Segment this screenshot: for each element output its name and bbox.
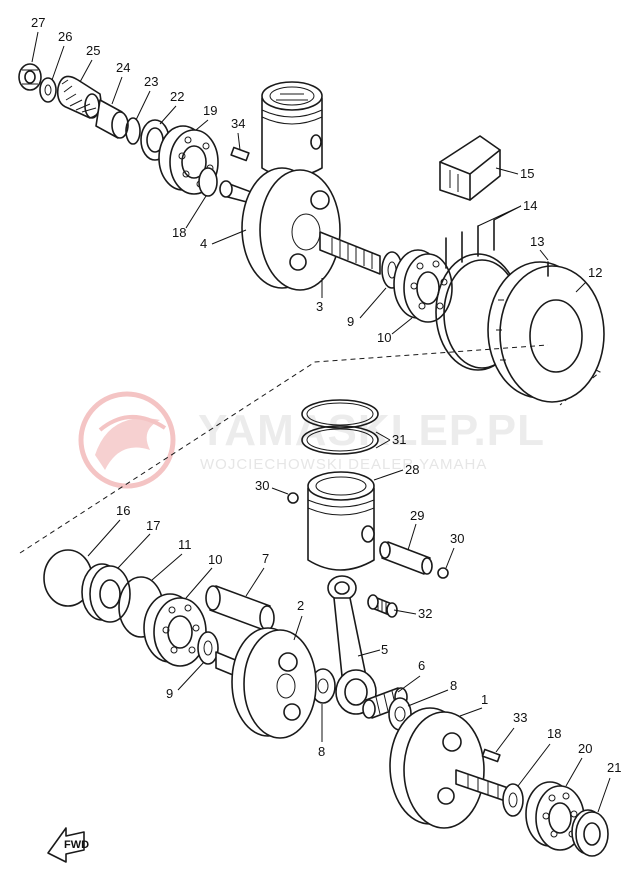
fwd-direction-marker: FWD: [47, 827, 89, 863]
callout-27: 27: [31, 15, 45, 30]
callout-31: 31: [392, 432, 406, 447]
callout-25: 25: [86, 43, 100, 58]
callout-23: 23: [144, 74, 158, 89]
watermark-logo-icon: [78, 391, 176, 489]
part-32-small-end-bearing: [367, 594, 398, 618]
callout-7: 7: [262, 551, 269, 566]
callout-6: 6: [418, 658, 425, 673]
part-7-crank-pin: [205, 585, 275, 631]
watermark: YAMASKLEP.PL WOJCIECHOWSKI DEALER YAMAHA: [78, 391, 545, 489]
watermark-tagline: WOJCIECHOWSKI DEALER YAMAHA: [200, 456, 487, 473]
callout-8-left: 8: [318, 744, 325, 759]
callout-5: 5: [381, 642, 388, 657]
callout-13: 13: [530, 234, 544, 249]
callout-20: 20: [578, 741, 592, 756]
callout-18-upper: 18: [172, 225, 186, 240]
part-15-holder: [439, 135, 501, 201]
callout-2: 2: [297, 598, 304, 613]
part-29-piston-pin: [379, 541, 433, 575]
callout-30-right: 30: [450, 531, 464, 546]
callout-16: 16: [116, 503, 130, 518]
callout-34: 34: [231, 116, 245, 131]
part-14-studs: [445, 219, 495, 269]
part-upper-piston: [261, 81, 323, 178]
part-28-piston: [307, 471, 375, 571]
part-25-gear: [56, 75, 102, 119]
part-18-shim-upper: [198, 167, 218, 197]
callout-12: 12: [588, 265, 602, 280]
part-34-key: [230, 146, 250, 162]
part-27-nut: [18, 63, 42, 91]
callout-22: 22: [170, 89, 184, 104]
part-12-rotor: [487, 261, 605, 403]
part-30-clip-left: [287, 492, 299, 504]
callout-17: 17: [146, 518, 160, 533]
part-21-oil-seal: [571, 809, 609, 857]
callout-32: 32: [418, 606, 432, 621]
callout-21: 21: [607, 760, 621, 775]
callout-26: 26: [58, 29, 72, 44]
callout-8-right: 8: [450, 678, 457, 693]
part-3-crank-half: [319, 231, 381, 275]
callouts-lower: 31 28 30 29 30 16 17 11 10 7 32 2 5: [87, 431, 621, 813]
arrow-icon: [47, 827, 85, 863]
part-1-crank-half: [389, 707, 515, 829]
callout-18-lower: 18: [547, 726, 561, 741]
part-30-clip-right: [437, 567, 449, 579]
part-6-big-end-bearing: [362, 687, 408, 719]
callouts-upper: 27 26 25 24 23 22 19 34 15 14 13 12 18: [31, 15, 602, 345]
part-2-crank-half: [215, 627, 317, 739]
callout-11: 11: [178, 537, 192, 552]
part-17-oil-seal: [81, 563, 131, 623]
part-9-washer-lower: [197, 631, 219, 665]
callout-24: 24: [116, 60, 130, 75]
callout-1: 1: [481, 692, 488, 707]
part-33-key: [481, 748, 501, 763]
part-26-washer: [39, 77, 57, 103]
callout-14: 14: [523, 198, 537, 213]
callout-9-upper: 9: [347, 314, 354, 329]
callout-19: 19: [203, 103, 217, 118]
part-18-shim-lower: [502, 783, 524, 817]
callout-33: 33: [513, 710, 527, 725]
fwd-label: FWD: [64, 839, 89, 851]
upper-assembly: 27 26 25 24 23 22 19 34 15 14 13 12 18: [18, 15, 605, 406]
part-10-bearing-upper: [393, 249, 453, 323]
callout-30-left: 30: [255, 478, 269, 493]
part-4-crank-half: [219, 167, 341, 291]
lower-boundary-line: [19, 344, 549, 554]
watermark-brand: YAMASKLEP.PL: [198, 406, 545, 455]
part-10-bearing-lower: [143, 593, 207, 667]
callout-4: 4: [200, 236, 207, 251]
part-23-circlip: [125, 117, 141, 145]
callout-3: 3: [316, 299, 323, 314]
part-5-connecting-rod: [327, 575, 377, 715]
callout-9-lower: 9: [166, 686, 173, 701]
callout-10-lower: 10: [208, 552, 222, 567]
callout-15: 15: [520, 166, 534, 181]
callout-28: 28: [405, 462, 419, 477]
callout-10-upper: 10: [377, 330, 391, 345]
part-31-piston-rings: [301, 399, 379, 455]
part-24-spacer: [95, 99, 129, 139]
callout-29: 29: [410, 508, 424, 523]
lower-assembly: 31 28 30 29 30 16 17 11 10 7 32 2 5: [19, 344, 621, 857]
